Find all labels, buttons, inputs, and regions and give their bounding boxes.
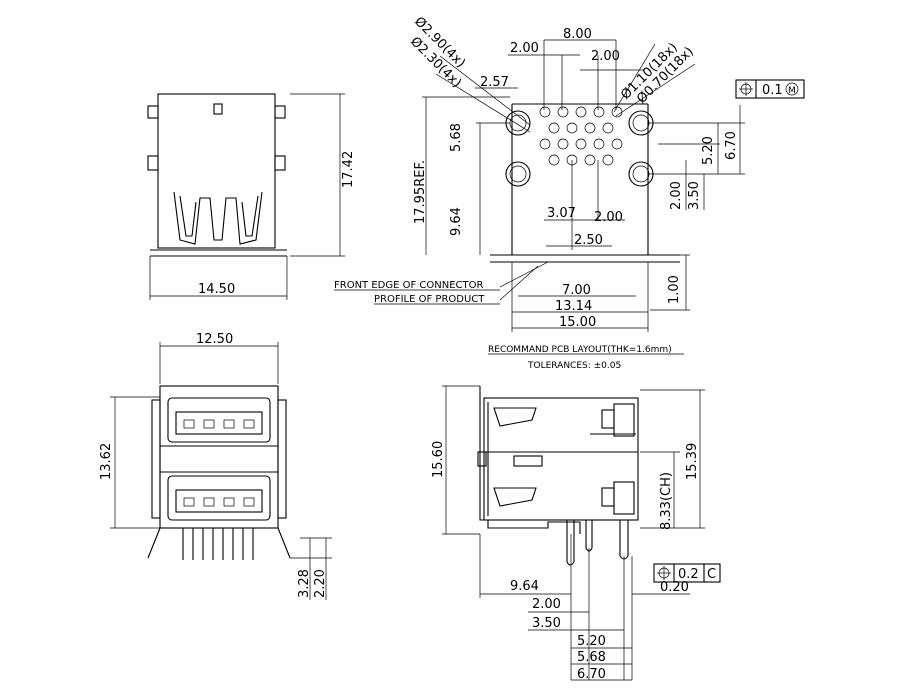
pcb-d-1795: 17.95REF. [413,160,428,224]
pcb-tolerances: TOLERANCES: ±0.05 [527,361,621,371]
front-view-height: 13.62 [99,443,114,480]
side-d-670: 6.70 [577,667,606,682]
position-tolerance-frame [735,79,805,99]
pcb-d-800: 8.00 [563,27,592,42]
pcb-d-568: 5.68 [449,123,464,152]
side-tolerance-ref: C [707,567,716,582]
side-height-b: 15.39 [685,443,700,480]
side-d-020: 0.20 [660,580,689,595]
side-view-body [483,397,639,521]
side-d-200: 2.00 [532,597,561,612]
front-edge-label: FRONT EDGE OF CONNECTOR [334,280,484,291]
pcb-d-250: 2.50 [574,233,603,248]
pcb-d-100: 1.00 [667,275,682,304]
side-d-350: 3.50 [532,616,561,631]
side-d-964: 9.64 [510,579,539,594]
side-tolerance-value: 0.2 [678,567,699,582]
pcb-title: RECOMMAND PCB LAYOUT(THK=1.6mm) [488,345,672,355]
pcb-d-350: 3.50 [687,181,702,210]
pcb-d-1500: 15.00 [559,315,596,330]
side-ch: 8.33(CH) [659,472,674,530]
pcb-d-200a: 2.00 [510,41,539,56]
side-d-520: 5.20 [577,634,606,649]
pcb-layout [334,39,745,332]
front-lead-b: 2.20 [313,569,328,598]
pcb-d-257: 2.57 [480,75,509,90]
side-d-568: 5.68 [577,650,606,665]
top-view-height: 17.42 [341,151,356,188]
pcb-d-1314: 13.14 [555,299,592,314]
pcb-d-200c: 2.00 [669,181,684,210]
front-lead-a: 3.28 [297,569,312,598]
pcb-d-200b: 2.00 [591,49,620,64]
top-view-body [157,93,276,249]
side-height-total: 15.60 [431,441,446,478]
tolerance-value: 0.1 [762,83,783,98]
pcb-d-200d: 2.00 [594,210,623,225]
profile-label: PROFILE OF PRODUCT [374,294,485,305]
tolerance-modifier: M [788,86,796,96]
pcb-d-670: 6.70 [724,131,739,160]
pcb-d-700: 7.00 [562,283,591,298]
pcb-d-520: 5.20 [701,136,716,165]
side-view [442,385,705,681]
pcb-d-307: 3.07 [547,206,576,221]
pcb-d-964: 9.64 [449,207,464,236]
front-view-width: 12.50 [196,332,233,347]
front-view-body [159,385,279,529]
flatness-tolerance-frame [653,563,721,583]
front-view [110,342,332,600]
top-view-width: 14.50 [198,282,235,297]
top-view [147,93,345,300]
